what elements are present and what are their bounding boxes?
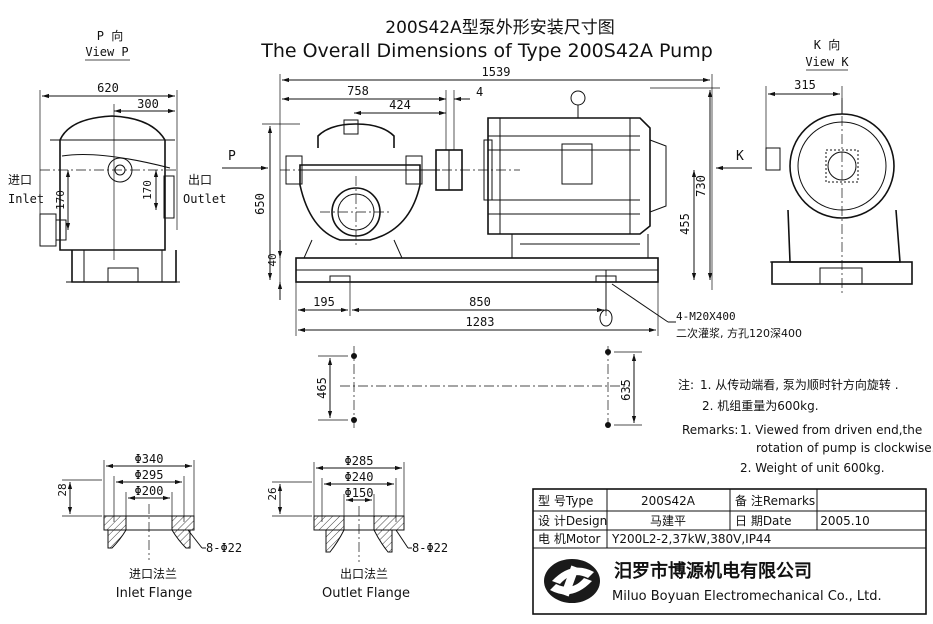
tb-date-value: 2005.10 [820,514,870,528]
dim-758: 758 [347,84,369,98]
view-p-label-en: View P [85,45,128,59]
view-k-arrow-label: K [736,149,744,164]
view-p: P 向 View P 620 300 170 170 进口 In [8,28,226,283]
dim-anchor-bolts: 4-M20X400 [676,310,736,323]
inlet-flange-cn: 进口法兰 [129,567,177,581]
company-name-en: Miluo Boyuan Electromechanical Co., Ltd. [612,589,882,604]
outlet-d240: Φ240 [345,470,374,484]
note-cn-2: 2. 机组重量为600kg. [702,399,819,413]
outlet-flange-drawing: Φ285 Φ240 Φ150 26 8-Φ22 出口法兰 Outlet Flan… [266,454,448,601]
dim-455: 455 [678,213,692,235]
inlet-d200: Φ200 [135,484,164,498]
inlet-d295: Φ295 [135,468,164,482]
inlet-flange-drawing: Φ340 Φ295 Φ200 28 8-Φ22 进口法兰 Inlet Flang… [56,452,242,601]
outlet-h26: 26 [266,487,279,500]
dim-195: 195 [313,295,335,309]
outlet-flange-cn: 出口法兰 [340,567,388,581]
notes: 注: 1. 从传动端看, 泵为顺时针方向旋转 . 2. 机组重量为600kg. … [678,377,933,475]
tb-motor-label: 电 机Motor [538,532,601,546]
inlet-d340: Φ340 [135,452,164,466]
title-block: 型 号Type 200S42A 备 注Remarks 设 计Design 马建平… [532,488,927,615]
dim-850: 850 [469,295,491,309]
note-cn-1: 1. 从传动端看, 泵为顺时针方向旋转 . [700,377,899,392]
tb-design-value: 马建平 [650,514,686,528]
dim-1283: 1283 [466,315,495,329]
outlet-label-cn: 出口 [188,173,212,187]
view-k-label-en: View K [805,55,849,69]
inlet-flange-en: Inlet Flange [116,586,192,601]
tb-type-label: 型 号Type [538,494,593,508]
view-p-label-cn: P 向 [97,28,123,43]
dim-4: 4 [476,85,483,99]
dim-40: 40 [266,253,279,266]
front-view: P K 1539 758 424 4 [222,65,802,340]
inlet-label-cn: 进口 [8,173,32,187]
dim-424: 424 [389,98,411,112]
dim-635: 635 [619,379,633,401]
dim-170-outlet: 170 [141,180,154,200]
note-en-head: Remarks: [682,423,738,437]
tb-remarks-label: 备 注Remarks [735,493,815,508]
title-en: The Overall Dimensions of Type 200S42A P… [260,40,713,62]
dim-650: 650 [253,193,267,215]
dim-300: 300 [137,97,159,111]
inlet-label-en: Inlet [8,192,44,206]
grout-note: 二次灌浆, 方孔120深400 [676,326,802,340]
view-k-label-cn: K 向 [814,37,840,52]
tb-date-label: 日 期Date [735,514,792,528]
tb-design-label: 设 计Design [538,514,607,528]
note-en-2: 2. Weight of unit 600kg. [740,461,885,475]
dim-1539: 1539 [482,65,511,79]
tb-motor-value: Y200L2-2,37kW,380V,IP44 [611,532,771,546]
outlet-flange-en: Outlet Flange [322,586,410,601]
note-cn-head: 注: [678,377,694,392]
note-en-1a: 1. Viewed from driven end,the [740,423,922,437]
view-k: K 向 View K 315 [765,37,913,296]
note-en-1b: rotation of pump is clockwise. [756,441,933,455]
outlet-d150: Φ150 [345,486,374,500]
dim-730: 730 [694,175,708,197]
dim-620: 620 [97,81,119,95]
outlet-d285: Φ285 [345,454,374,468]
tb-type-value: 200S42A [641,494,696,508]
dim-170-inlet: 170 [54,190,67,210]
inlet-holes: 8-Φ22 [206,541,242,555]
inlet-h28: 28 [56,483,69,496]
title-cn: 200S42A型泵外形安装尺寸图 [385,18,615,38]
outlet-holes: 8-Φ22 [412,541,448,555]
dim-465: 465 [315,377,329,399]
company-logo [544,559,600,603]
view-p-arrow-label: P [228,149,236,164]
outlet-label-en: Outlet [183,192,226,206]
company-name-cn: 汨罗市博源机电有限公司 [614,560,812,582]
dim-315: 315 [794,78,816,92]
foundation-plan: 465 635 [315,346,642,428]
